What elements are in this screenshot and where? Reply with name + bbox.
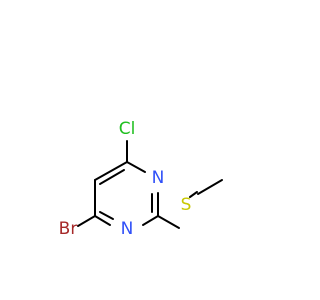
bond-c6-br [77, 215, 96, 227]
molecule-structure: Cl N N Br S [59, 119, 223, 239]
bond-c6-n1-inner [99, 211, 114, 220]
bond-c6-n1 [94, 215, 111, 226]
atom-label-sulfur: S [181, 195, 192, 215]
molecule-canvas: Cl N N Br S [58, 119, 223, 239]
atom-label-chlorine: Cl [119, 119, 136, 139]
bond-n3-c4 [126, 161, 146, 173]
atom-label-nitrogen-top: N [152, 168, 165, 188]
bond-n1-c2 [142, 215, 159, 226]
bond-c4-c5 [94, 161, 128, 181]
bond-s-methyl [197, 179, 223, 195]
atom-label-nitrogen-bottom: N [121, 219, 134, 239]
bond-c4-c5-inner [99, 169, 125, 185]
bond-c2-s [157, 215, 180, 229]
bond-s-ch3 [189, 191, 198, 198]
atom-label-bromine: Br [59, 219, 78, 239]
bonds [77, 140, 223, 229]
